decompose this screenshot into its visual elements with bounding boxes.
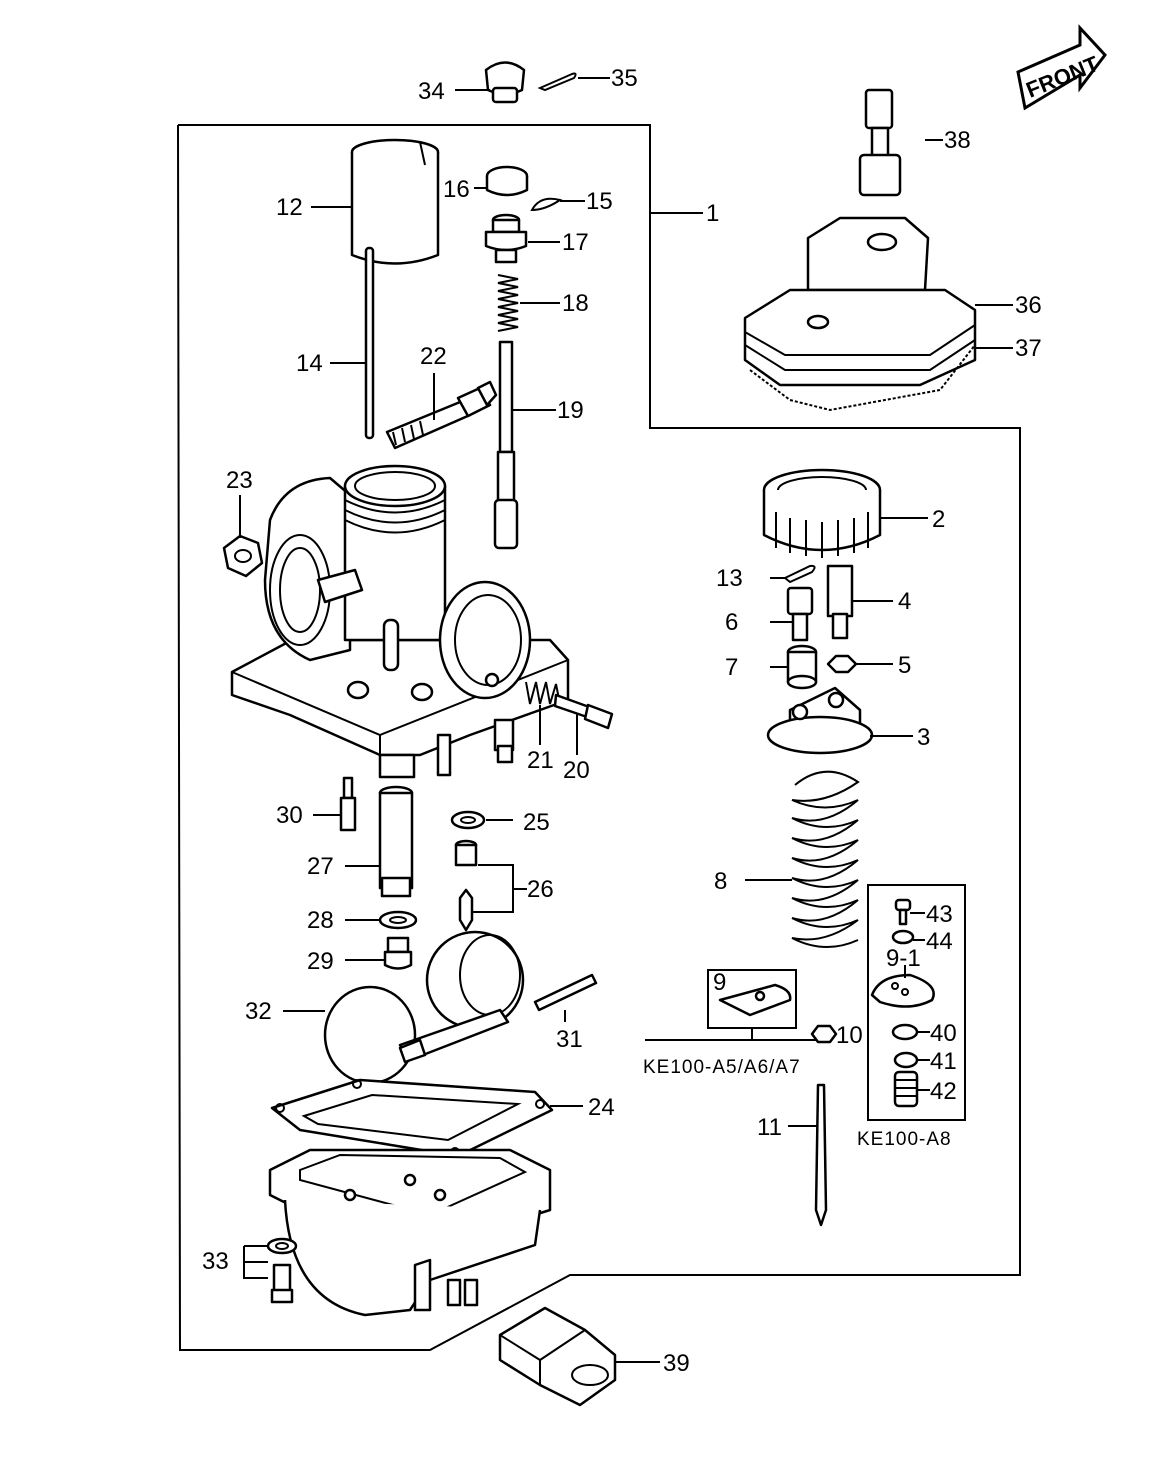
part-21-spring (525, 681, 561, 705)
part-44-washer (891, 929, 915, 945)
part-7-spring (786, 644, 818, 690)
callout-7: 7 (725, 654, 738, 681)
variant-label-a8: KE100-A8 (857, 1129, 952, 1150)
callout-23: 23 (226, 467, 253, 494)
carburetor-body (230, 464, 570, 779)
front-arrow-tag: FRONT (1016, 24, 1107, 111)
part-31-pin (533, 973, 598, 1012)
callout-30: 30 (276, 802, 303, 829)
callout-32: 32 (245, 998, 272, 1025)
part-34-cap (484, 61, 526, 104)
callout-17: 17 (562, 229, 589, 256)
part-33-screw-set (266, 1237, 298, 1304)
part-38-adjuster (858, 88, 902, 197)
leader-lines (239, 77, 1013, 1363)
callout-9-1: 9-1 (886, 945, 921, 972)
callout-34: 34 (418, 78, 445, 105)
part-39-bracket (498, 1306, 617, 1407)
part-40-ring (891, 1023, 919, 1041)
part-41-ring (893, 1051, 919, 1069)
part-6-screw (786, 586, 814, 642)
variant-label-a5-a7: KE100-A5/A6/A7 (643, 1057, 801, 1078)
callout-3: 3 (917, 724, 930, 751)
part-29-jet (383, 936, 413, 970)
part-24-gasket (270, 1078, 554, 1158)
callout-21: 21 (527, 747, 554, 774)
callout-36: 36 (1015, 292, 1042, 319)
callout-22: 22 (420, 343, 447, 370)
callout-labels: 34 35 12 16 15 17 18 14 22 19 1 38 36 37… (202, 65, 1042, 1377)
callout-11: 11 (757, 1114, 782, 1141)
part-19-needle-jet (493, 340, 519, 550)
part-43-screw (894, 898, 912, 926)
part-25-washer (450, 810, 486, 830)
part-20-screw (553, 693, 614, 730)
assembly-boundary (177, 124, 1021, 1351)
callout-10: 10 (836, 1022, 863, 1049)
callout-28: 28 (307, 907, 334, 934)
part-10-nut (810, 1024, 838, 1044)
callout-8: 8 (714, 868, 727, 895)
callout-15: 15 (586, 188, 613, 215)
callout-25: 25 (523, 809, 550, 836)
callout-35: 35 (611, 65, 638, 92)
part-28-washer (378, 910, 418, 930)
part-42-spring (893, 1070, 919, 1108)
callout-1: 1 (706, 200, 719, 227)
part-35-cotter-pin (537, 72, 577, 92)
part-4-adjuster (826, 564, 854, 640)
part-13-cotter (783, 564, 816, 584)
callout-27: 27 (307, 853, 334, 880)
part-18-spring (497, 274, 519, 332)
callout-6: 6 (725, 609, 738, 636)
part-36-cover (743, 216, 977, 387)
callout-37: 37 (1015, 335, 1042, 362)
callout-4: 4 (898, 588, 911, 615)
variant-box-a8 (867, 884, 966, 1121)
callout-41: 41 (930, 1048, 957, 1075)
callout-2: 2 (932, 506, 945, 533)
callout-20: 20 (563, 757, 590, 784)
part-26-float-valve (454, 839, 478, 932)
part-2-ring-nut (762, 468, 882, 558)
callout-29: 29 (307, 948, 334, 975)
callout-38: 38 (944, 127, 971, 154)
callout-40: 40 (930, 1020, 957, 1047)
callout-16: 16 (443, 176, 470, 203)
part-8-spring (791, 770, 860, 949)
part-27-tube (378, 785, 414, 898)
part-12-sleeve (350, 138, 440, 265)
callout-13: 13 (716, 565, 743, 592)
callout-12: 12 (276, 194, 303, 221)
callout-43: 43 (926, 901, 953, 928)
callout-5: 5 (898, 652, 911, 679)
callout-44: 44 (926, 928, 953, 955)
part-32-float (323, 930, 525, 1085)
callout-31: 31 (556, 1026, 583, 1053)
float-bowl (268, 1148, 552, 1317)
callout-24: 24 (588, 1094, 615, 1121)
callout-18: 18 (562, 290, 589, 317)
part-3-cap (766, 686, 874, 755)
part-22-bolt (385, 380, 498, 450)
part-14-rod (364, 246, 375, 440)
part-15-clip (530, 197, 563, 212)
part-37-gasket (749, 344, 976, 412)
part-9-plate (718, 983, 792, 1017)
callout-33: 33 (202, 1248, 229, 1275)
callout-9: 9 (713, 969, 726, 996)
callout-19: 19 (557, 397, 584, 424)
part-11-needle (814, 1083, 828, 1227)
callout-14: 14 (296, 350, 323, 377)
part-16-washer (485, 165, 529, 197)
part-5-nut (826, 654, 858, 674)
part-23-nut (222, 534, 264, 578)
part-17-nut (484, 213, 528, 264)
callout-26: 26 (527, 876, 554, 903)
part-9-1-plate (870, 973, 935, 1008)
callout-42: 42 (930, 1078, 957, 1105)
part-30-jet (339, 776, 357, 832)
callout-39: 39 (663, 1350, 690, 1377)
